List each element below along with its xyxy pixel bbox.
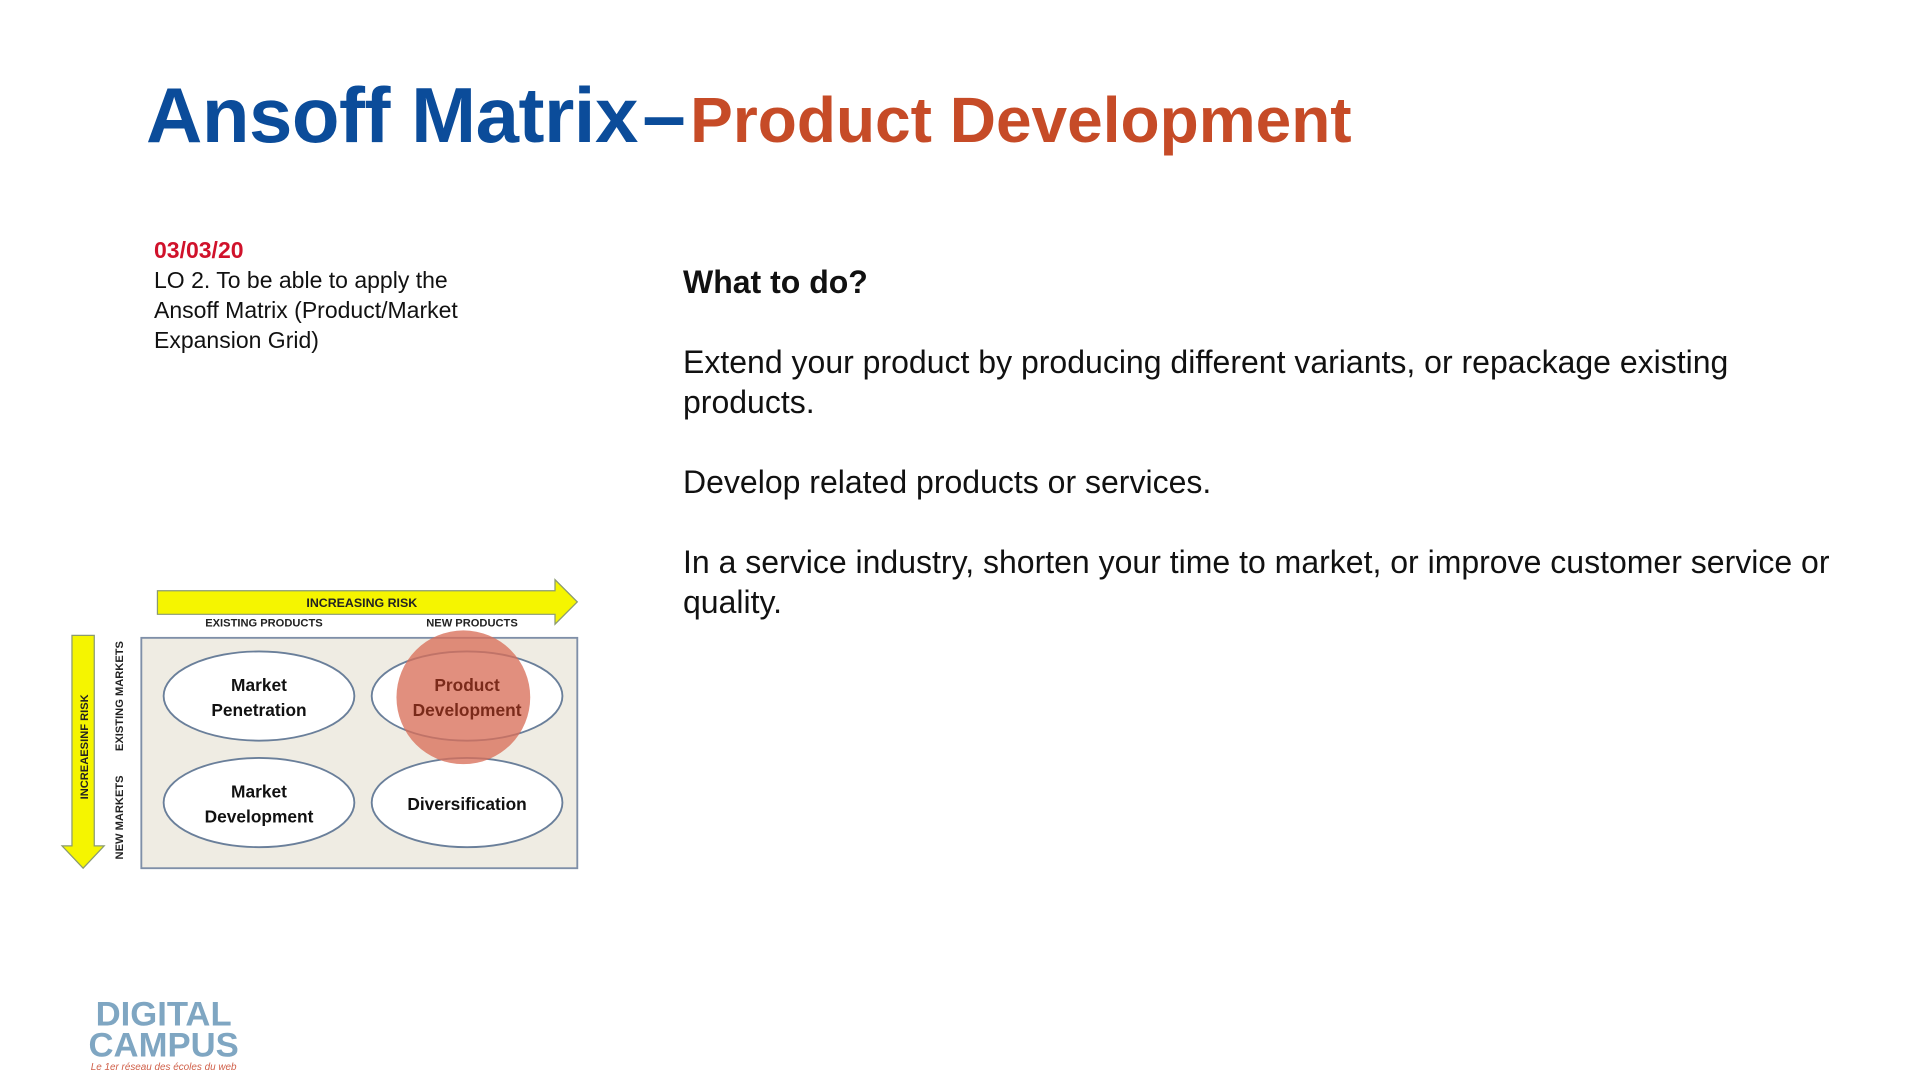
logo-line1: DIGITAL: [96, 996, 232, 1034]
row-label: EXISTING MARKETS: [114, 641, 126, 751]
content-heading: What to do?: [683, 264, 868, 300]
logo-tagline: Le 1er réseau des écoles du web: [91, 1062, 237, 1073]
lesson-date: 03/03/20: [154, 237, 244, 263]
cell-label: Diversification: [407, 794, 526, 814]
column-label: EXISTING PRODUCTS: [205, 618, 322, 630]
content-body: What to do? Extend your product by produ…: [683, 262, 1833, 662]
top-arrow-label: INCREASING RISK: [306, 596, 417, 610]
objective-line: Expansion Grid): [154, 327, 319, 353]
cell-market-penetration: [162, 650, 356, 742]
slide-title: Ansoff Matrix – Product Development: [146, 70, 1352, 161]
logo-line2: CAMPUS: [89, 1026, 239, 1064]
content-paragraph: In a service industry, shorten your time…: [683, 544, 1830, 620]
increasing-risk-arrow-down: [60, 634, 106, 870]
column-label: NEW PRODUCTS: [426, 618, 517, 630]
cell-label: Penetration: [211, 700, 306, 720]
highlight-circle: [396, 630, 531, 765]
cell-market-development: [162, 757, 356, 849]
cell-label: Development: [205, 806, 314, 826]
cell-label: Development: [413, 700, 522, 720]
content-paragraph: Develop related products or services.: [683, 464, 1212, 500]
increasing-risk-arrow-right: [156, 578, 579, 626]
objective-line: Ansoff Matrix (Product/Market: [154, 297, 458, 323]
title-separator: –: [642, 71, 686, 159]
title-main: Ansoff Matrix: [146, 71, 638, 159]
row-label: NEW MARKETS: [114, 775, 126, 859]
lesson-info: 03/03/20 LO 2. To be able to apply the A…: [154, 235, 574, 355]
title-subtitle: Product Development: [690, 84, 1352, 156]
cell-label: Market: [231, 675, 287, 695]
digital-campus-logo: DIGITAL CAMPUS Le 1er réseau des écoles …: [89, 996, 239, 1074]
cell-label: Market: [231, 782, 287, 802]
objective-line: LO 2. To be able to apply the: [154, 267, 448, 293]
side-arrow-label: INCREAESINF RISK: [79, 694, 91, 799]
content-paragraph: Extend your product by producing differe…: [683, 344, 1729, 420]
cell-label: Product: [434, 675, 500, 695]
